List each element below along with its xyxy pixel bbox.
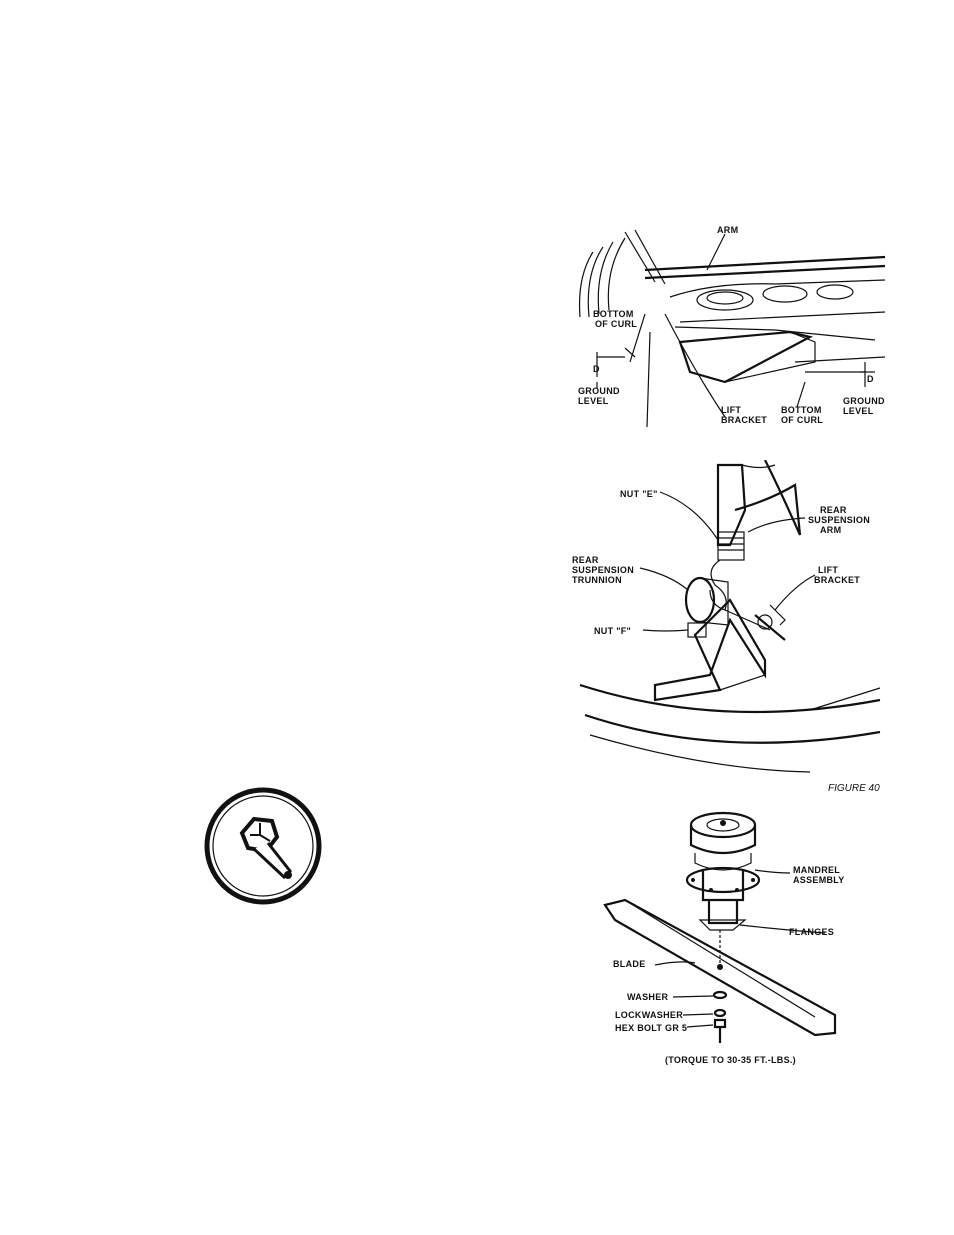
wrench-socket-icon	[202, 785, 324, 907]
label-hex-bolt: HEX BOLT GR 5	[615, 1023, 687, 1033]
label-rear-suspension-trunnion-1: REAR	[572, 555, 599, 565]
label-lockwasher: LOCKWASHER	[615, 1010, 683, 1020]
label-nut-f: NUT "F"	[594, 626, 631, 636]
label-ground-level-left-1: GROUND	[578, 386, 620, 396]
label-bottom-of-curl-right-2: OF CURL	[781, 415, 823, 425]
label-bottom-of-curl-left-2: OF CURL	[595, 319, 637, 329]
label-ground-level-left-2: LEVEL	[578, 396, 609, 406]
label-lift-bracket-1: LIFT	[818, 565, 838, 575]
label-blade: BLADE	[613, 959, 646, 969]
label-ground-level-right-1: GROUND	[843, 396, 885, 406]
label-washer: WASHER	[627, 992, 669, 1002]
figure-40: NUT "E" REAR SUSPENSION ARM REAR SUSPENS…	[570, 460, 890, 795]
label-bottom-of-curl-right-1: BOTTOM	[781, 405, 822, 415]
label-rear-suspension-trunnion-2: SUSPENSION	[572, 565, 634, 575]
label-ground-level-right-2: LEVEL	[843, 406, 874, 416]
label-lift-bracket-1: LIFT	[721, 405, 741, 415]
figure-caption: FIGURE 40	[828, 783, 880, 794]
label-bottom-of-curl-left-1: BOTTOM	[593, 309, 634, 319]
label-flanges: FLANGES	[789, 927, 834, 937]
label-nut-e: NUT "E"	[620, 489, 658, 499]
blade-assembly-figure: MANDREL ASSEMBLY FLANGES BLADE WASHER LO…	[585, 805, 875, 1070]
label-mandrel-assembly-2: ASSEMBLY	[793, 875, 845, 885]
label-rear-suspension-arm-2: SUSPENSION	[808, 515, 870, 525]
label-arm: ARM	[717, 225, 738, 235]
label-dim-left: D	[593, 364, 600, 374]
label-rear-suspension-arm-3: ARM	[820, 525, 841, 535]
label-lift-bracket-2: BRACKET	[814, 575, 860, 585]
label-rear-suspension-trunnion-3: TRUNNION	[572, 575, 622, 585]
torque-note: (TORQUE TO 30-35 FT.-LBS.)	[665, 1055, 796, 1065]
deck-leveling-figure: ARM BOTTOM OF CURL D GROUND LEVEL LIFT B…	[575, 222, 890, 432]
label-rear-suspension-arm-1: REAR	[820, 505, 847, 515]
label-lift-bracket-2: BRACKET	[721, 415, 767, 425]
label-dim-right: D	[867, 374, 874, 384]
label-mandrel-assembly-1: MANDREL	[793, 865, 840, 875]
